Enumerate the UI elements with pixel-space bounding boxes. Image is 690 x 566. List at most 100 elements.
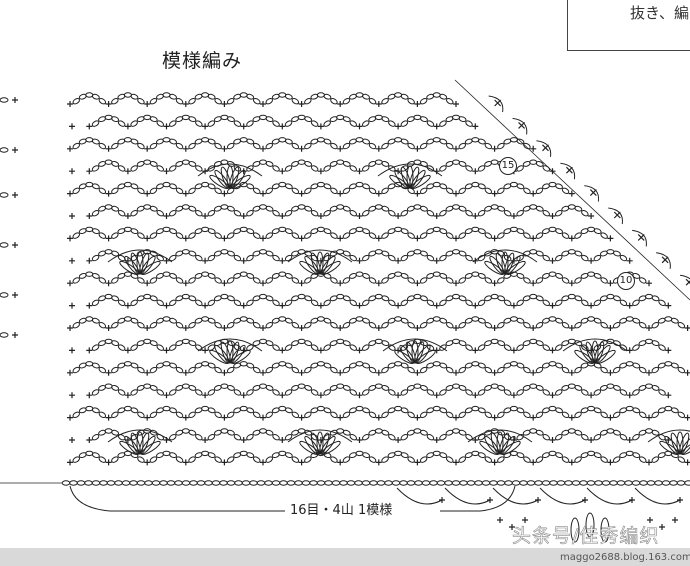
chain-stitch [555,183,563,190]
single-crochet-symbol [86,437,93,443]
chain-stitch [497,340,506,347]
chain-stitch [246,120,254,127]
foundation-chain-stitch [346,480,356,486]
chain-stitch [632,434,640,441]
chain-stitch [484,322,493,329]
chain-arch [381,316,415,329]
chain-arch [535,405,570,419]
chain-stitch [169,362,177,369]
single-crochet-symbol [453,414,459,421]
single-crochet-symbol [12,97,18,103]
chain-stitch [574,429,583,436]
chain-stitch [272,434,280,441]
chain-arch [284,293,319,307]
foundation-chain-stitch [391,480,401,486]
single-crochet-symbol [530,235,537,242]
chain-stitch [330,456,338,463]
single-crochet-symbol [568,235,575,242]
chain-arch [535,450,570,463]
single-crochet-symbol [433,257,440,264]
chain-stitch [342,411,351,419]
chain-stitch [130,317,139,324]
chain-stitch [284,93,293,100]
chain-arch [169,428,203,441]
chain-stitch [130,299,138,307]
chain-stitch [252,411,261,419]
chain-stitch [535,456,544,463]
chain-stitch [445,322,454,329]
chain-arch [284,249,319,262]
single-crochet-symbol [298,101,305,107]
single-crochet-symbol [182,369,189,376]
foundation-chain-stitch [181,480,191,486]
single-crochet-symbol [414,459,421,466]
chain-stitch [130,210,138,217]
chain-stitch [284,138,293,145]
chain-arch [91,249,126,262]
chain-arch [149,405,184,419]
single-crochet-symbol [356,213,363,219]
single-crochet-symbol [472,213,479,219]
chain-stitch [291,456,300,463]
chain-stitch [91,407,100,414]
chain-stitch [542,254,550,262]
chain-stitch [445,366,454,374]
single-crochet-symbol [298,145,305,152]
chain-stitch [342,366,351,374]
chain-stitch [419,232,428,239]
chain-stitch [542,165,550,172]
chain-stitch [477,407,486,414]
chain-stitch [226,322,235,329]
chain-stitch [207,138,216,145]
chain-arch [497,316,531,329]
foundation-chain-stitch [376,480,386,486]
chain-stitch [593,299,602,307]
chain-arch [419,271,454,284]
chain-stitch [439,138,448,145]
chain-stitch [130,120,138,127]
single-crochet-symbol [240,213,247,219]
single-crochet-symbol [260,280,266,287]
chain-stitch [516,228,525,235]
chain-stitch [72,411,81,419]
single-crochet-symbol [491,325,498,331]
chain-stitch [632,317,641,324]
chain-arch [91,204,126,217]
edge-chain [536,140,552,157]
single-crochet-symbol [491,414,498,421]
chain-stitch [98,366,107,374]
chain-stitch [265,366,274,374]
single-crochet-symbol [472,168,479,175]
chain-stitch [458,250,467,257]
single-crochet-symbol [69,392,75,399]
chain-stitch [381,429,390,436]
chain-stitch [555,299,563,307]
single-crochet-symbol [568,325,575,331]
chain-arch [207,293,242,307]
single-crochet-symbol [298,190,305,197]
single-crochet-symbol [568,280,575,287]
foundation-chain-stitch [84,480,93,486]
chain-arch [188,181,222,195]
single-crochet-symbol [549,168,556,175]
single-crochet-symbol [530,280,537,287]
single-crochet-symbol [144,235,151,242]
chain-arch [188,226,222,239]
chain-stitch [362,254,370,262]
single-crochet-symbol [375,414,382,421]
chain-stitch [188,385,197,391]
double-crochet-fan-stitch [405,341,416,364]
chain-stitch [388,434,396,441]
single-crochet-symbol [665,347,672,354]
single-crochet-symbol [144,280,151,287]
chain-arch [246,338,280,351]
chain-arch [439,114,473,127]
chain-stitch [246,362,255,369]
chain-stitch [149,205,158,212]
single-crochet-symbol [67,280,73,287]
single-crochet-symbol [356,392,363,399]
single-crochet-symbol [317,123,324,130]
chain-arch [72,316,107,329]
chain-stitch [323,228,332,235]
chain-stitch [381,116,390,123]
